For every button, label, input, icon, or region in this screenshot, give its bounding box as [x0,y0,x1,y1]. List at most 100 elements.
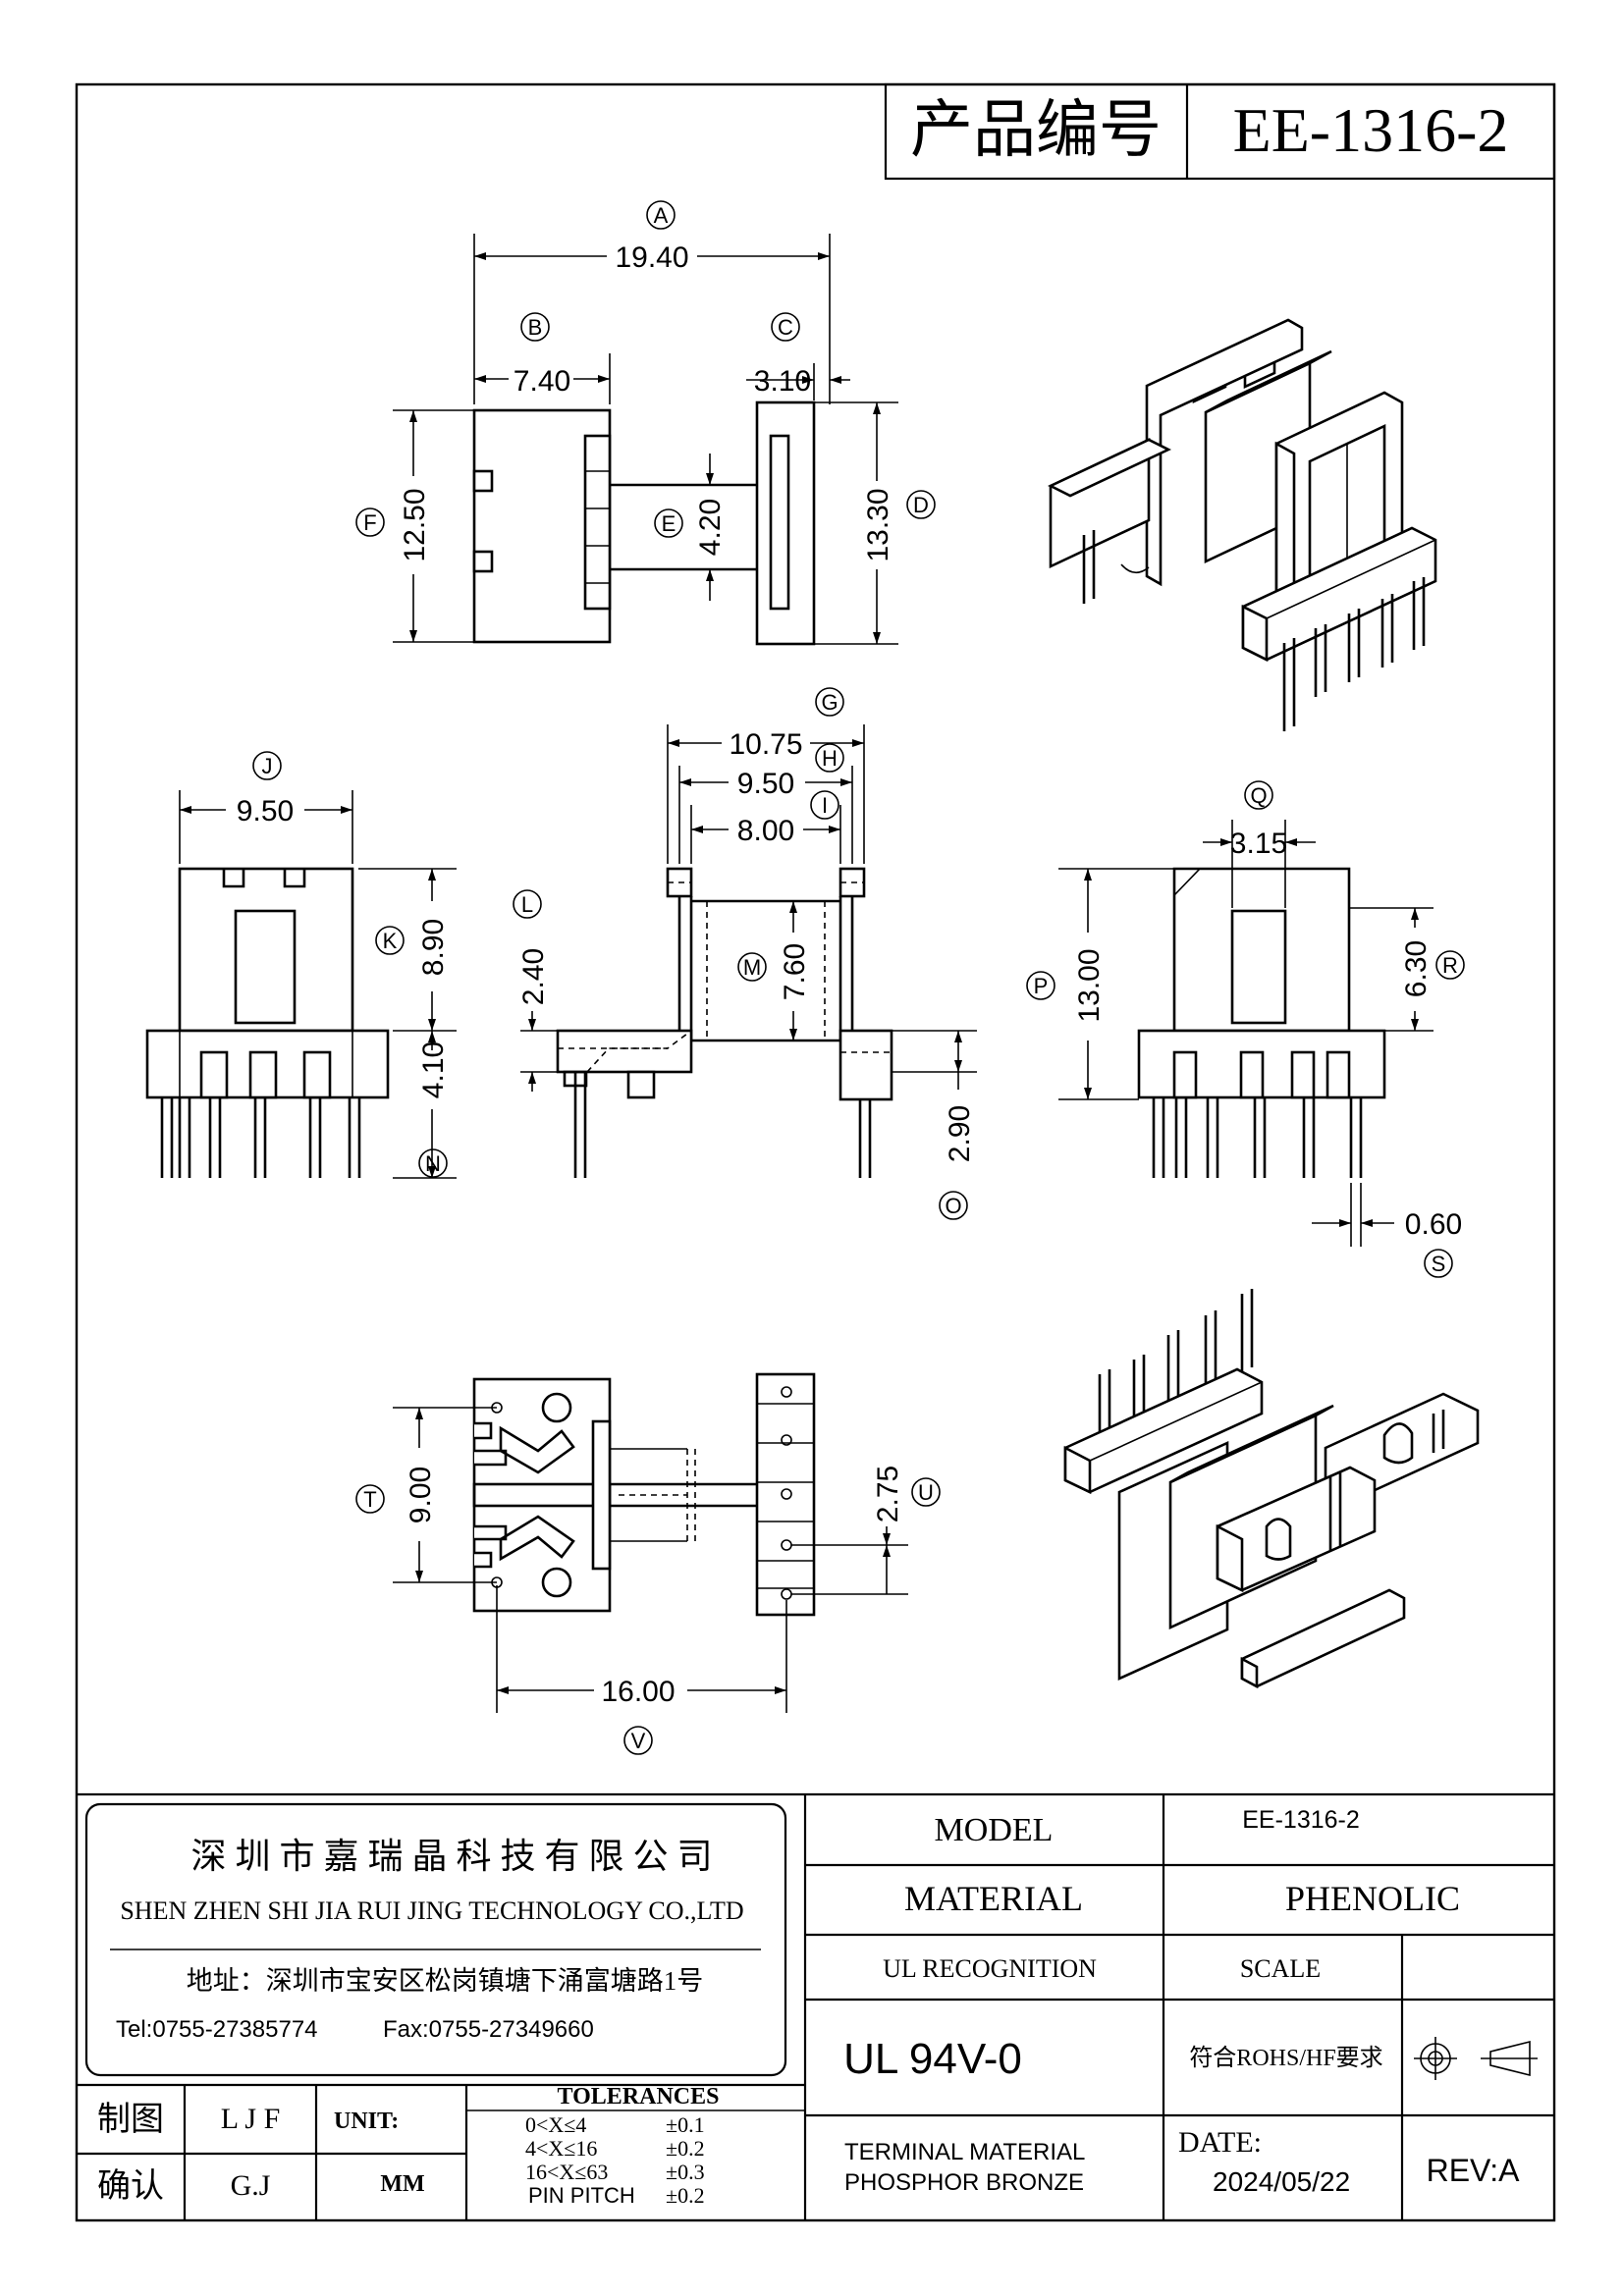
dim-v: 16.00 V [496,1585,787,1755]
svg-text:9.00: 9.00 [405,1467,437,1523]
ul-label: UL RECOGNITION [883,1954,1097,1983]
svg-text:12.50: 12.50 [399,488,431,561]
svg-text:G: G [821,690,838,715]
front-view-right [1137,867,1386,1178]
svg-text:C: C [778,315,793,340]
svg-text:N: N [425,1151,441,1176]
svg-text:0.60: 0.60 [1405,1208,1462,1241]
dim-l: 2.40 L [513,889,558,1092]
tol-range-0: 0<X≤4 [525,2112,586,2137]
dim-t: 9.00 T [355,1407,497,1583]
scale-label: SCALE [1240,1954,1321,1983]
svg-text:F: F [363,510,376,535]
dim-j: 9.50 J [179,751,353,864]
svg-text:Q: Q [1250,783,1267,808]
tolerances-header: TOLERANCES [558,2084,720,2109]
dim-q: 3.15 Q [1203,780,1316,908]
svg-text:19.40: 19.40 [615,241,688,274]
svg-text:13.00: 13.00 [1073,948,1106,1022]
dim-k: 8.90 K [358,868,457,1032]
rev-value: REV:A [1427,2153,1521,2188]
title-block: 深 圳 市 嘉 瑞 晶 科 技 有 限 公 司 SHEN ZHEN SHI JI… [77,1792,1554,2220]
dim-h: 9.50 H [678,743,853,864]
svg-text:U: U [918,1480,934,1505]
product-number-value: EE-1316-2 [1233,95,1509,165]
date-label: DATE: [1178,2126,1262,2159]
tol-value-0: ±0.1 [666,2112,705,2137]
dim-s: 0.60 S [1312,1183,1462,1278]
svg-text:P: P [1034,974,1049,998]
svg-text:R: R [1442,953,1458,978]
dim-f: 12.50 F [355,409,474,643]
isometric-view-top [1048,318,1437,731]
dim-n: 4.10 N [393,1031,457,1179]
company-tel: Tel:0755-27385774 [116,2016,318,2043]
dim-o: 2.90 O [892,1030,977,1220]
tol-range-2: 16<X≤63 [525,2160,608,2184]
section-view-middle [556,867,893,1178]
svg-text:4.10: 4.10 [417,1041,450,1098]
svg-text:E: E [662,511,676,536]
svg-text:4.20: 4.20 [694,499,727,556]
material-value: PHENOLIC [1285,1879,1460,1918]
company-fax: Fax:0755-27349660 [383,2016,594,2043]
svg-text:L: L [521,892,533,917]
svg-text:D: D [913,493,929,517]
svg-text:6.30: 6.30 [1400,940,1433,997]
terminal-line1: TERMINAL MATERIAL [844,2139,1085,2165]
dim-m: 7.60 M [737,901,811,1041]
svg-text:8.90: 8.90 [417,919,450,976]
terminal-line2: PHOSPHOR BRONZE [844,2169,1084,2196]
svg-text:S: S [1432,1252,1446,1276]
company-address: 地址：深圳市宝安区松岗镇塘下涌富塘路1号 [187,1966,704,1996]
svg-text:3.10: 3.10 [754,365,811,398]
projection-symbol-icon [1414,2037,1538,2080]
model-label: MODEL [935,1812,1054,1848]
front-view-left [145,867,390,1178]
side-view-left [472,408,612,644]
svg-text:9.50: 9.50 [237,795,294,828]
svg-text:2.75: 2.75 [872,1466,904,1522]
svg-text:K: K [383,929,398,953]
company-name-en: SHEN ZHEN SHI JIA RUI JING TECHNOLOGY CO… [120,1896,743,1925]
svg-text:7.60: 7.60 [779,943,811,1000]
isometric-view-bottom [1063,1289,1480,1689]
svg-text:2.90: 2.90 [944,1105,976,1162]
dim-i: 8.00 I [690,790,841,864]
product-number-label: 产品编号 [910,95,1162,165]
svg-text:13.30: 13.30 [862,488,894,561]
svg-text:B: B [528,315,543,340]
svg-text:16.00: 16.00 [601,1676,675,1708]
drawing-border [75,82,1556,2222]
dim-b: 7.40 B [474,312,611,404]
drawn-by: L J F [221,2103,281,2135]
dim-c: 3.10 C [746,312,850,400]
tol-range-3: PIN PITCH [528,2183,635,2208]
svg-text:9.50: 9.50 [737,768,794,800]
svg-text:H: H [822,746,838,771]
tol-value-3: ±0.2 [666,2183,705,2208]
model-value: EE-1316-2 [1242,1806,1360,1834]
bottom-view [472,1372,816,1617]
drawn-label: 制图 [97,2102,164,2138]
dim-u: 2.75 U [791,1466,941,1595]
side-view-core [610,400,816,646]
svg-text:7.40: 7.40 [514,365,570,398]
dim-d: 13.30 D [814,401,936,645]
checked-label: 确认 [97,2167,164,2205]
svg-text:T: T [363,1487,376,1512]
tol-value-2: ±0.3 [666,2160,705,2184]
svg-text:M: M [743,955,761,980]
svg-text:A: A [654,203,669,228]
dim-g: 10.75 G [667,687,865,864]
svg-text:8.00: 8.00 [737,815,794,847]
tol-range-1: 4<X≤16 [525,2136,597,2161]
ul-value: UL 94V-0 [843,2035,1022,2083]
material-label: MATERIAL [904,1879,1083,1918]
company-name-cn: 深 圳 市 嘉 瑞 晶 科 技 有 限 公 司 [190,1837,712,1876]
svg-text:V: V [631,1729,646,1753]
svg-text:J: J [262,754,273,778]
svg-text:3.15: 3.15 [1230,828,1287,860]
svg-text:2.40: 2.40 [517,948,550,1005]
